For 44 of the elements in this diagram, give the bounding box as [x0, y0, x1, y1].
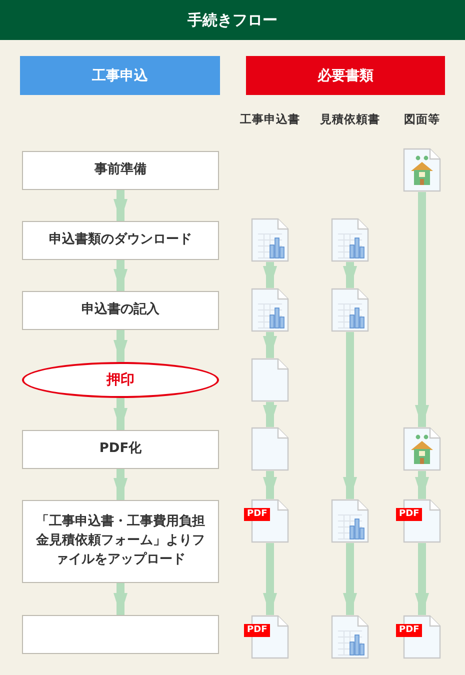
arrow — [415, 543, 429, 615]
arrow — [114, 398, 128, 430]
step-box: PDF化 — [22, 430, 219, 469]
arrow — [114, 190, 128, 221]
pdf-tag: PDF — [244, 624, 270, 637]
arrow — [263, 471, 277, 499]
step-box: 「工事申込書・工事費用負担金見積依頼フォーム」よりファイルをアップロード — [22, 500, 219, 583]
section-header: 必要書類 — [246, 56, 445, 95]
arrow — [343, 262, 357, 288]
spreadsheet-file-icon — [250, 218, 290, 262]
house-file-icon — [402, 427, 442, 471]
column-heading: 見積依頼書 — [319, 112, 381, 127]
arrow — [114, 469, 128, 500]
spreadsheet-file-icon — [330, 499, 370, 543]
step-box: 申込書の記入 — [22, 291, 219, 330]
arrow — [415, 471, 429, 499]
step-box — [22, 615, 219, 654]
spreadsheet-file-icon — [330, 288, 370, 332]
arrow — [263, 332, 277, 358]
column-heading: 図面等 — [403, 112, 441, 127]
title-bar: 手続きフロー — [0, 0, 465, 40]
blank-file-icon — [250, 358, 290, 402]
pdf-tag: PDF — [244, 508, 270, 521]
arrow — [343, 332, 357, 499]
oval-step: 押印 — [22, 362, 219, 398]
arrow — [263, 402, 277, 427]
column-heading: 工事申込書 — [239, 112, 301, 127]
arrow — [263, 543, 277, 615]
arrow — [415, 192, 429, 427]
step-box: 事前準備 — [22, 151, 219, 190]
spreadsheet-file-icon — [330, 218, 370, 262]
pdf-tag: PDF — [396, 624, 422, 637]
arrow — [343, 543, 357, 615]
arrow — [114, 330, 128, 362]
house-file-icon — [402, 148, 442, 192]
arrow — [114, 583, 128, 615]
pdf-tag: PDF — [396, 508, 422, 521]
section-header: 工事申込 — [20, 56, 220, 95]
arrow — [114, 260, 128, 291]
arrow — [263, 262, 277, 288]
blank-file-icon — [250, 427, 290, 471]
spreadsheet-file-icon — [250, 288, 290, 332]
step-box: 申込書類のダウンロード — [22, 221, 219, 260]
spreadsheet-file-icon — [330, 615, 370, 659]
